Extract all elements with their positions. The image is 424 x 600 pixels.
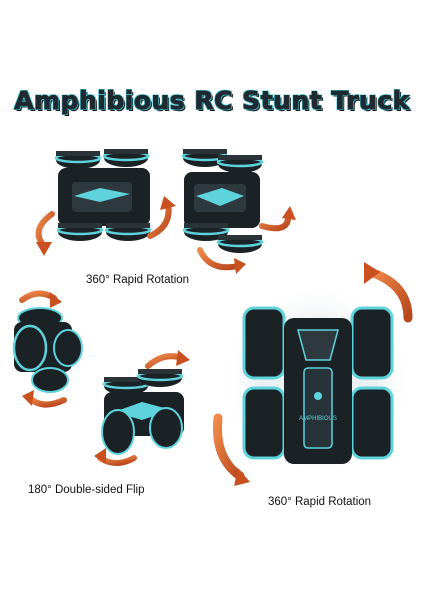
truck-flip-left	[12, 307, 83, 393]
truck-top-left	[54, 147, 152, 243]
truck-flip-middle	[101, 367, 184, 455]
caption-big-rotation: 360° Rapid Rotation	[268, 496, 372, 508]
product-title: Amphibious RC Stunt Truck	[14, 86, 410, 116]
arrow-heads-flip-left	[22, 292, 62, 406]
arrow-heads-flip-middle	[94, 350, 190, 464]
truck-big-rotation: AMPHIBIOUS	[222, 284, 414, 476]
arrow-heads-top	[36, 196, 296, 274]
caption-top-rotation: 360° Rapid Rotation	[86, 274, 190, 286]
truck-top-right	[181, 147, 264, 255]
truck-badge: AMPHIBIOUS	[299, 416, 337, 422]
caption-flip: 180° Double-sided Flip	[28, 484, 145, 496]
arrow-heads-big	[234, 262, 380, 486]
